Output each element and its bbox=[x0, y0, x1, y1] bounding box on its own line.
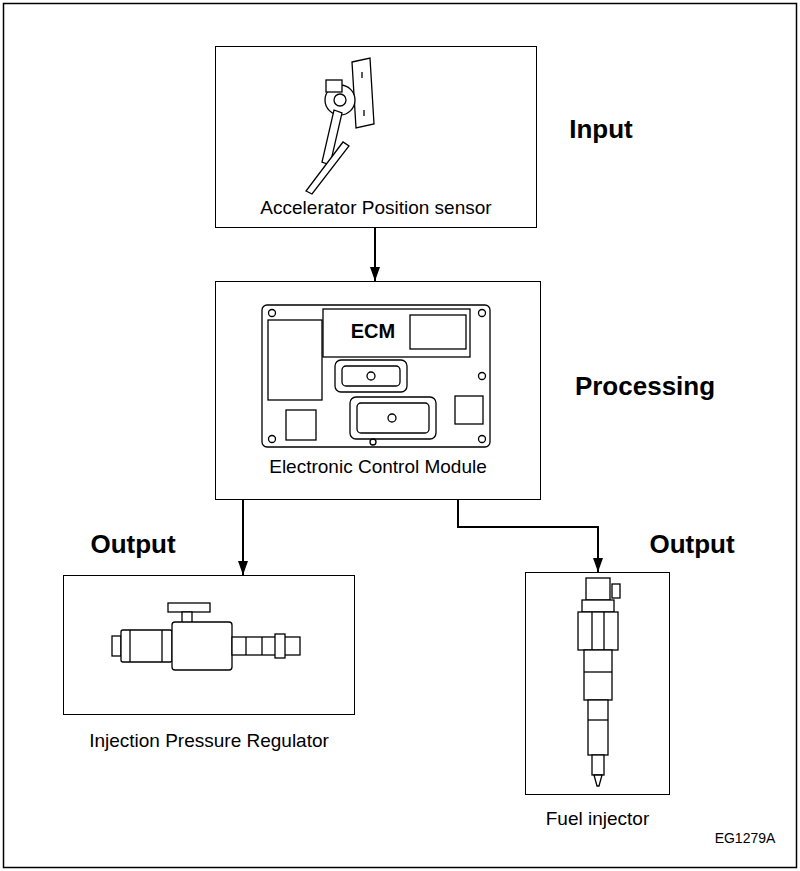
ecm-screw bbox=[479, 436, 486, 443]
injector-barrel bbox=[588, 700, 608, 755]
mounting-plate bbox=[352, 58, 374, 128]
fuel-injector-drawing bbox=[578, 578, 620, 786]
ecm-screw bbox=[479, 373, 486, 380]
injector-hex-edge bbox=[591, 612, 592, 650]
sensor-box: Accelerator Position sensor bbox=[215, 46, 537, 228]
ecm-side-block bbox=[455, 396, 483, 424]
ecm-plate-detail bbox=[410, 315, 466, 349]
ecm-connector-inner bbox=[357, 403, 429, 433]
flow-arrow bbox=[242, 500, 244, 575]
regulator-ring bbox=[161, 630, 162, 662]
ecm-connector-bolt bbox=[367, 372, 375, 380]
box-caption: Accelerator Position sensor bbox=[260, 197, 491, 219]
ecm-panel bbox=[268, 320, 322, 400]
figure-code: EG1279A bbox=[715, 830, 776, 846]
injector-collar bbox=[582, 600, 614, 612]
stage-heading: Output bbox=[90, 530, 175, 560]
sensor-shaft bbox=[334, 94, 346, 106]
stage-heading: Input bbox=[569, 115, 633, 145]
ecm-label-plate bbox=[323, 309, 470, 357]
output-box: Injection Pressure Regulator bbox=[63, 575, 355, 715]
injector-groove bbox=[584, 671, 612, 672]
ecm-connector bbox=[335, 360, 407, 392]
ecm-connector-inner bbox=[342, 366, 400, 386]
regulator-tab bbox=[168, 603, 210, 612]
regulator-collar bbox=[275, 634, 285, 658]
stage-heading: Output bbox=[649, 530, 734, 560]
injector-groove bbox=[588, 719, 608, 720]
sensor-connector bbox=[326, 80, 342, 92]
ecm-drawing bbox=[262, 305, 490, 447]
regulator-fitting-end bbox=[112, 636, 121, 656]
injector-hex-edge bbox=[603, 612, 604, 650]
ecm-screw bbox=[370, 439, 376, 445]
processing-box: Electronic Control Module bbox=[215, 281, 541, 500]
regulator-ring bbox=[261, 637, 262, 655]
pressure-regulator-drawing bbox=[112, 603, 300, 670]
plate-bolt bbox=[363, 110, 364, 116]
flow-arrow bbox=[458, 500, 598, 572]
ecm-connector-bolt bbox=[388, 414, 396, 422]
regulator-ring bbox=[129, 630, 130, 662]
plate-bolt bbox=[361, 72, 362, 78]
ecm-case bbox=[262, 305, 490, 447]
regulator-fitting bbox=[121, 630, 172, 662]
ecm-screw bbox=[269, 310, 276, 317]
injector-tip bbox=[594, 775, 602, 786]
ecm-corner-block bbox=[286, 410, 316, 440]
outer-frame bbox=[4, 4, 797, 868]
regulator-ring bbox=[245, 637, 246, 655]
output-box: Fuel injector bbox=[525, 572, 670, 795]
regulator-body bbox=[172, 622, 232, 670]
ecm-screw bbox=[479, 310, 486, 317]
box-caption: Electronic Control Module bbox=[269, 456, 487, 478]
injector-body bbox=[584, 650, 612, 700]
pedal-pad bbox=[306, 142, 349, 194]
injector-nozzle bbox=[592, 755, 604, 775]
flow-arrow bbox=[374, 228, 376, 281]
box-caption: Fuel injector bbox=[546, 808, 650, 830]
stage-heading: Processing bbox=[575, 372, 715, 402]
injector-plug bbox=[612, 584, 620, 598]
injector-hex bbox=[578, 612, 618, 650]
ecm-connector bbox=[350, 397, 436, 439]
ecm-screw bbox=[269, 436, 276, 443]
box-caption: Injection Pressure Regulator bbox=[89, 730, 329, 752]
accelerator-pedal-drawing bbox=[306, 58, 374, 194]
module-marking: ECM bbox=[351, 320, 395, 343]
regulator-pipe bbox=[232, 637, 300, 655]
injector-cap bbox=[586, 578, 610, 600]
